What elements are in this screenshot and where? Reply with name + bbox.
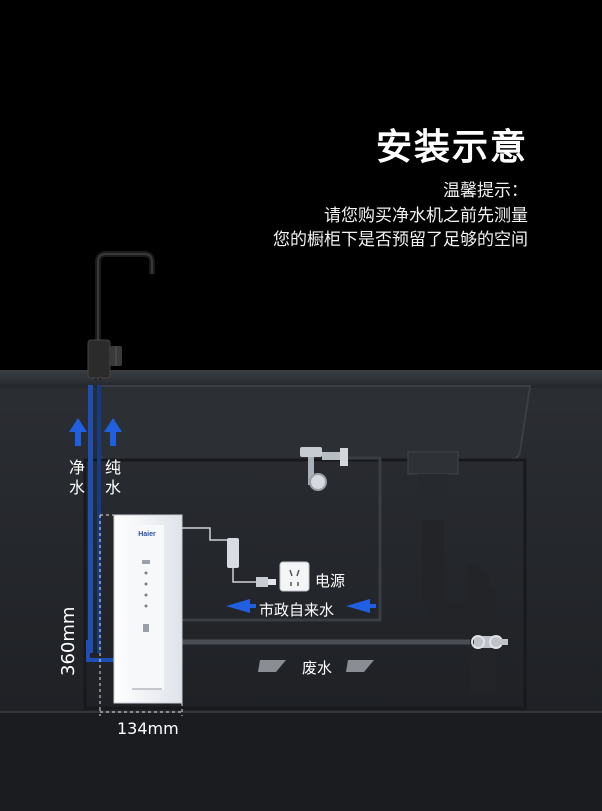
device-brand-logo: Haier: [138, 531, 156, 538]
purified-water-label: 净水: [68, 458, 85, 497]
pure-water-label: 纯水: [104, 458, 121, 497]
waste-water-label: 废水: [302, 659, 333, 677]
tip-line-2: 您的橱柜下是否预留了足够的空间: [273, 230, 528, 250]
waste-water-arrow-left: [258, 660, 286, 672]
height-label: 360mm: [58, 606, 79, 676]
width-label: 134mm: [117, 719, 179, 738]
tap-water-arrow-left: [226, 599, 256, 613]
power-socket-icon: [279, 561, 310, 592]
height-dimension: [99, 514, 114, 708]
waste-pipe-clamp: [471, 635, 508, 649]
angle-valve: [300, 447, 348, 491]
countertop: [0, 370, 602, 388]
cabinet-floor: [0, 712, 602, 811]
supply-line: [182, 456, 382, 622]
pure-water-pipe: [97, 385, 101, 653]
cabinet-inner-frame: [83, 458, 527, 710]
purified-water-pipe: [88, 385, 93, 653]
page-title: 安装示意: [375, 127, 528, 168]
tap-water-label: 市政自来水: [259, 601, 335, 619]
purified-water-arrow: [69, 418, 87, 446]
waste-water-arrow-right: [346, 660, 374, 672]
tap-water-arrow-right: [346, 599, 376, 613]
tip-line-1: 请您购买净水机之前先测量: [324, 206, 528, 226]
power-label: 电源: [315, 572, 346, 590]
power-adapter: [182, 527, 276, 587]
faucet: [87, 251, 155, 380]
pure-water-arrow: [104, 418, 122, 446]
tip-label: 温馨提示：: [443, 181, 528, 201]
width-dimension: [99, 703, 183, 716]
water-purifier-device: Haier: [113, 514, 183, 704]
